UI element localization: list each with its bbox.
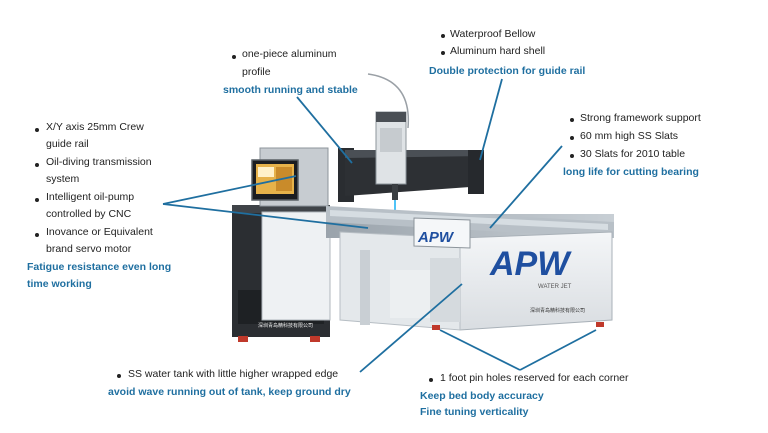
brand-logo-large: APW [489, 245, 572, 283]
company-cn-tank: 深圳青岛精科技有限公司 [530, 307, 585, 314]
callout-text: Waterproof Bellow [450, 28, 536, 40]
callout-highlight: smooth running and stable [223, 84, 358, 96]
callout-highlight: time working [27, 278, 92, 290]
callout-text: Intelligent oil-pump [46, 191, 135, 203]
callout-highlight: Keep bed body accuracy [420, 390, 544, 402]
bullet-dot [570, 154, 574, 158]
callout-text: brand servo motor [46, 243, 132, 255]
callout-text: controlled by CNC [46, 208, 132, 220]
hose [367, 73, 410, 129]
bullet-dot [570, 136, 574, 140]
callout-text: system [46, 173, 80, 185]
front-panel [413, 217, 471, 249]
cutting-nozzle [392, 184, 398, 200]
callout-highlight: Fine tuning verticality [420, 406, 529, 418]
bullet-dot [429, 378, 433, 382]
callout-text: SS water tank with little higher wrapped… [128, 368, 339, 380]
callout-text: 30 Slats for 2010 table [580, 148, 686, 160]
callout-text: Aluminum hard shell [450, 45, 546, 57]
callout-highlight: Double protection for guide rail [429, 65, 586, 77]
callout-text: one-piece aluminum [242, 48, 337, 60]
callout-text: guide rail [46, 138, 89, 150]
bullet-dot [232, 55, 236, 59]
bullet-dot [117, 374, 121, 378]
callout-text: profile [242, 66, 271, 78]
callout-highlight: long life for cutting bearing [563, 166, 699, 178]
brand-logo-panel: APW [417, 229, 455, 246]
bullet-dot [35, 198, 39, 202]
callout-text: X/Y axis 25mm Crew [46, 121, 144, 133]
bullet-dot [35, 163, 39, 167]
callout-text: Strong framework support [580, 112, 701, 124]
brand-sub: WATER JET [538, 284, 572, 290]
callout-text: Inovance or Equivalent [46, 226, 153, 238]
callout-highlight: avoid wave running out of tank, keep gro… [108, 386, 351, 398]
bullet-dot [35, 128, 39, 132]
bullet-dot [570, 118, 574, 122]
callout-highlight: Fatigue resistance even long [27, 261, 172, 273]
callout-text: 1 foot pin holes reserved for each corne… [440, 372, 629, 384]
gantry-column-right [468, 150, 484, 194]
callout-text: Oil-diving transmission [46, 156, 152, 168]
callout-text: 60 mm high SS Slats [580, 130, 679, 142]
bullet-dot [35, 233, 39, 237]
bullet-dot [441, 51, 445, 55]
company-cn-cabinet: 深圳青岛精科技有限公司 [258, 322, 313, 329]
bullet-dot [441, 34, 445, 38]
